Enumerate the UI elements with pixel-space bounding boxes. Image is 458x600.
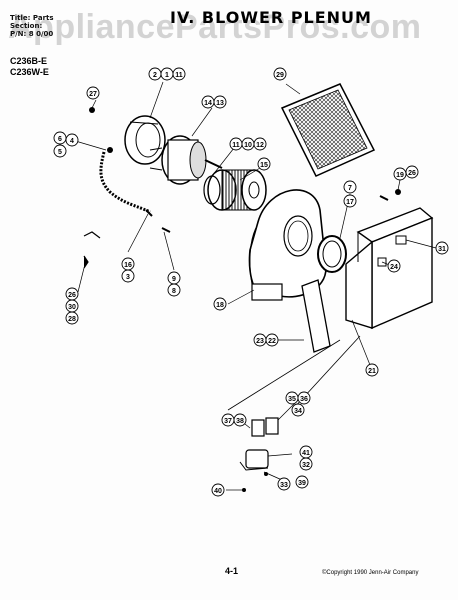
callout-label: 1 xyxy=(165,72,169,79)
callout-label: 33 xyxy=(280,482,288,489)
callout-label: 12 xyxy=(256,142,264,149)
callout-label: 28 xyxy=(68,316,76,323)
callout-label: 7 xyxy=(348,185,352,192)
callout-group: 2 1 11 27 14 13 6 4 5 11 10 12 15 xyxy=(53,67,449,497)
callout-label: 11 xyxy=(175,72,183,79)
callout-label: 34 xyxy=(294,408,302,415)
header-line-3: P/N: 8 0/00 xyxy=(10,30,54,38)
callout-label: 14 xyxy=(204,100,212,107)
callout-label: 18 xyxy=(216,302,224,309)
blower-housing xyxy=(248,189,327,301)
model-number: C236B-E xyxy=(10,56,48,66)
callout-label: 13 xyxy=(216,100,224,107)
blower-motor xyxy=(149,135,223,185)
callout-label: 17 xyxy=(346,199,354,206)
switch-detail xyxy=(227,335,361,492)
callout-label: 30 xyxy=(68,304,76,311)
callout-label: 29 xyxy=(276,72,284,79)
callout-label: 22 xyxy=(268,338,276,345)
callout-label: 41 xyxy=(302,450,310,457)
callout-label: 24 xyxy=(390,264,398,271)
callout-label: 8 xyxy=(172,288,176,295)
callout-label: 15 xyxy=(260,162,268,169)
plenum-box xyxy=(345,207,434,330)
callout-label: 21 xyxy=(368,368,376,375)
callout-label: 5 xyxy=(58,149,62,156)
callout-label: 39 xyxy=(298,480,306,487)
model-list: C236B-E C236W-E xyxy=(10,56,49,78)
gasket-ring xyxy=(317,235,347,273)
callout-label: 16 xyxy=(124,262,132,269)
callout-label: 2 xyxy=(153,72,157,79)
callout-label: 40 xyxy=(214,488,222,495)
watermark: AppliancePartsPros.com xyxy=(8,8,422,46)
gasket-plate xyxy=(301,279,331,353)
callout-label: 37 xyxy=(224,418,232,425)
callout-label: 31 xyxy=(438,246,446,253)
blower-wheel xyxy=(207,169,267,211)
callout-label: 26 xyxy=(408,170,416,177)
screws-hardware xyxy=(83,107,401,269)
callout-label: 10 xyxy=(244,142,252,149)
grease-filter xyxy=(280,83,376,177)
callout-label: 36 xyxy=(300,396,308,403)
model-number: C236W-E xyxy=(10,67,49,77)
power-cord xyxy=(99,151,151,214)
callout-label: 26 xyxy=(68,292,76,299)
callout-label: 19 xyxy=(396,172,404,179)
callout-label: 6 xyxy=(58,136,62,143)
callout-label: 9 xyxy=(172,276,176,283)
header-line-2: Section: xyxy=(10,22,43,30)
callout-label: 11 xyxy=(232,142,240,149)
callout-label: 23 xyxy=(256,338,264,345)
callout-label: 4 xyxy=(70,138,74,145)
callout-label: 38 xyxy=(236,418,244,425)
page-number: 4-1 xyxy=(225,566,239,576)
diagram-title: IV. BLOWER PLENUM xyxy=(170,8,372,27)
callout-label: 3 xyxy=(126,274,130,281)
callout-label: 35 xyxy=(288,396,296,403)
callout-label: 27 xyxy=(89,91,97,98)
callout-label: 32 xyxy=(302,462,310,469)
header-line-1: Title: Parts xyxy=(10,14,54,22)
copyright-notice: ©Copyright 1990 Jenn-Air Company xyxy=(322,570,419,576)
motor-mount-ring xyxy=(124,115,166,165)
